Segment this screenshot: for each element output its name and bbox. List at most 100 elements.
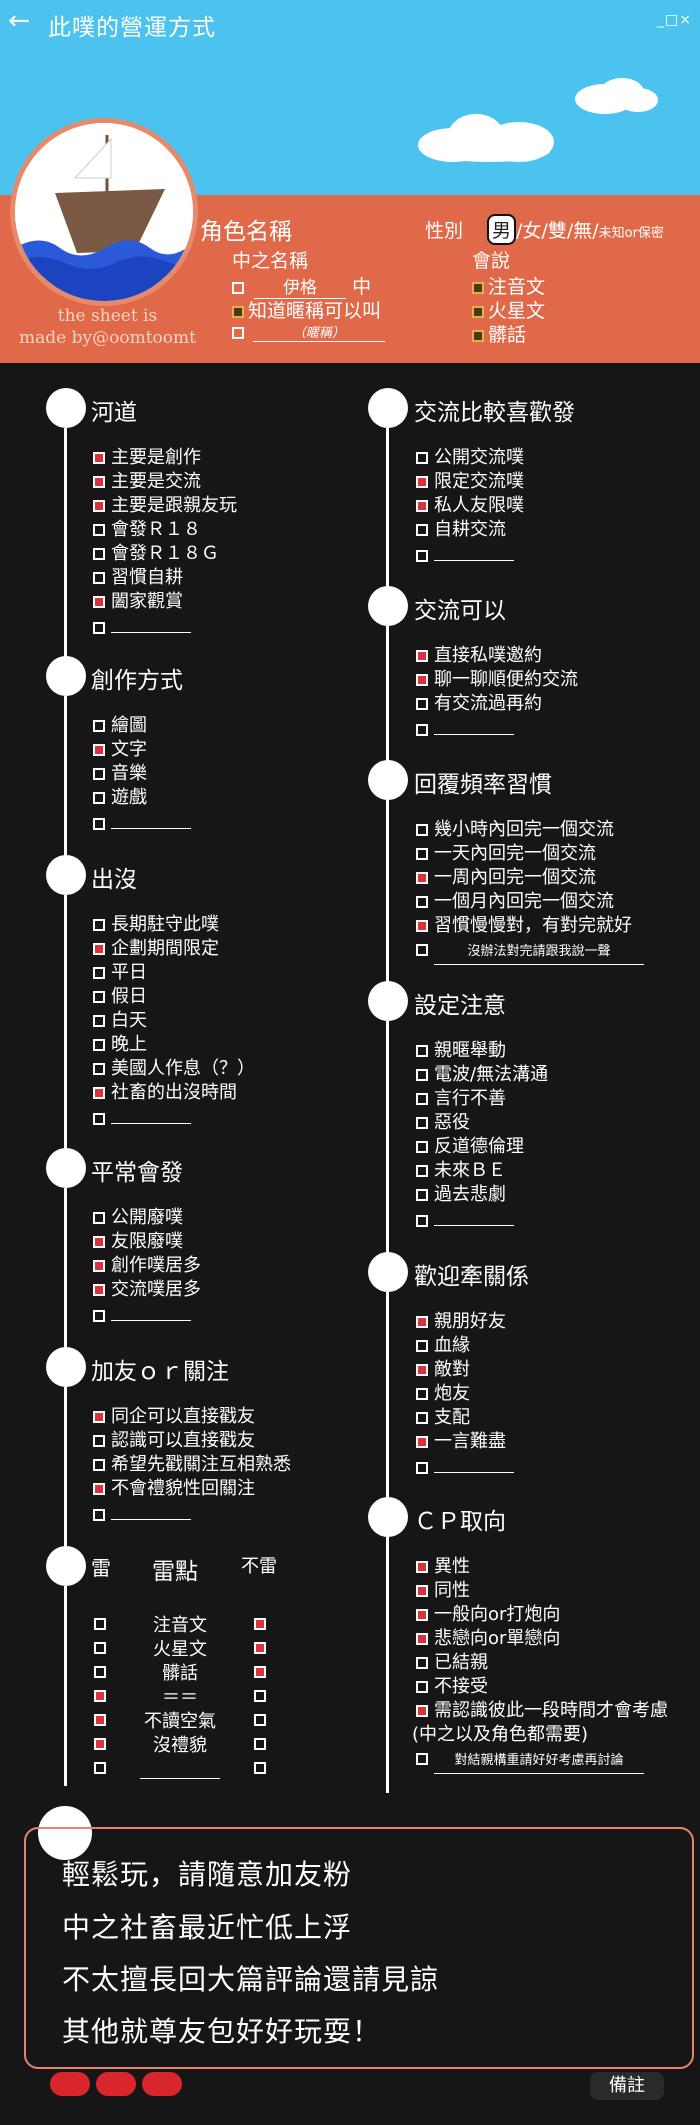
checkbox-item[interactable]: 交流噗居多	[93, 1278, 201, 1302]
mine-checkbox[interactable]	[94, 1714, 106, 1726]
checkbox-item[interactable]: 言行不善	[416, 1087, 506, 1111]
checkbox-icon[interactable]	[416, 550, 428, 562]
checkbox-icon[interactable]	[416, 920, 428, 932]
checkbox-item[interactable]: 音樂	[93, 762, 147, 786]
checkbox-icon[interactable]	[416, 1705, 428, 1717]
checkbox-item[interactable]: 希望先戳關注互相熟悉	[93, 1453, 291, 1477]
checkbox-icon[interactable]	[416, 1657, 428, 1669]
lang-item[interactable]: 髒話	[472, 320, 526, 347]
checkbox-icon[interactable]	[93, 919, 105, 931]
checkbox-icon[interactable]	[416, 1462, 428, 1474]
checkbox-item[interactable]: 習慣自耕	[93, 566, 183, 590]
checkbox-item[interactable]: 會發Ｒ１８	[93, 518, 201, 542]
checkbox-icon[interactable]	[416, 524, 428, 536]
checkbox-item[interactable]: 異性	[416, 1555, 470, 1579]
checkbox-icon[interactable]	[93, 476, 105, 488]
checkbox-item[interactable]: 長期駐守此噗	[93, 913, 219, 937]
checkbox-icon[interactable]	[93, 1113, 105, 1125]
checkbox-item[interactable]	[416, 1454, 514, 1480]
checkbox-icon[interactable]	[93, 720, 105, 732]
checkbox-icon[interactable]	[93, 1212, 105, 1224]
mine-checkbox[interactable]	[94, 1642, 106, 1654]
red-pill-button[interactable]	[96, 2072, 136, 2096]
checkbox-icon[interactable]	[93, 1015, 105, 1027]
checkbox-icon[interactable]	[416, 944, 428, 956]
checkbox-item[interactable]: 社畜的出沒時間	[93, 1081, 237, 1105]
gender-options[interactable]: 男/女/雙/無/未知or保密	[487, 214, 664, 245]
checkbox-item[interactable]: 悲戀向or單戀向	[416, 1627, 560, 1651]
checkbox-icon[interactable]	[416, 848, 428, 860]
checkbox-icon[interactable]	[416, 1093, 428, 1105]
checkbox-icon[interactable]	[416, 1388, 428, 1400]
checkbox-icon[interactable]	[416, 1436, 428, 1448]
checkbox-icon[interactable]	[416, 452, 428, 464]
checkbox-icon[interactable]	[93, 524, 105, 536]
checkbox-icon[interactable]	[93, 1284, 105, 1296]
ok-checkbox[interactable]	[254, 1642, 266, 1654]
checkbox-item[interactable]: 自耕交流	[416, 518, 506, 542]
ok-checkbox[interactable]	[254, 1618, 266, 1630]
checkbox-icon[interactable]	[416, 1753, 428, 1765]
checkbox-item[interactable]: 闔家觀賞	[93, 590, 183, 614]
checkbox-icon[interactable]	[416, 1069, 428, 1081]
checkbox-icon[interactable]	[416, 724, 428, 736]
checkbox-item[interactable]: 同性	[416, 1579, 470, 1603]
checkbox-item[interactable]: 不會禮貌性回關注	[93, 1477, 255, 1501]
checkbox-item[interactable]: 過去悲劇	[416, 1183, 506, 1207]
checkbox-icon[interactable]	[93, 596, 105, 608]
checkbox-item[interactable]: 炮友	[416, 1382, 470, 1406]
checkbox-icon[interactable]	[416, 896, 428, 908]
checkbox-item[interactable]: 不接受	[416, 1675, 488, 1699]
checkbox-icon[interactable]	[416, 1045, 428, 1057]
checkbox-item[interactable]: 未來ＢＥ	[416, 1159, 506, 1183]
checkbox-item[interactable]: 親暱舉動	[416, 1039, 506, 1063]
checkbox-icon[interactable]	[416, 698, 428, 710]
checkbox-icon[interactable]	[93, 1459, 105, 1471]
checkbox-item[interactable]: 創作噗居多	[93, 1254, 201, 1278]
checkbox-item[interactable]: 主要是跟親友玩	[93, 494, 237, 518]
operator-nickname-row[interactable]: 知道暱稱可以叫	[232, 296, 381, 323]
ok-checkbox[interactable]	[254, 1690, 266, 1702]
checkbox-item[interactable]: 美國人作息（？）	[93, 1057, 255, 1081]
checkbox-icon[interactable]	[416, 1412, 428, 1424]
checkbox-item[interactable]: 會發Ｒ１８Ｇ	[93, 542, 219, 566]
checkbox-icon[interactable]	[93, 622, 105, 634]
checkbox-item[interactable]: 公開廢噗	[93, 1206, 183, 1230]
checkbox-item[interactable]: 反道德倫理	[416, 1135, 524, 1159]
mine-checkbox[interactable]	[94, 1666, 106, 1678]
checkbox-icon[interactable]	[93, 1411, 105, 1423]
checkbox-icon[interactable]	[416, 1215, 428, 1227]
checkbox-icon[interactable]	[416, 650, 428, 662]
checkbox-item[interactable]: 電波/無法溝通	[416, 1063, 548, 1087]
mine-checkbox[interactable]	[94, 1618, 106, 1630]
checkbox-icon[interactable]	[416, 872, 428, 884]
checkbox-icon[interactable]	[93, 744, 105, 756]
checkbox-item[interactable]: (中之以及角色都需要)	[412, 1723, 588, 1747]
checkbox-item[interactable]: 一周內回完一個交流	[416, 866, 596, 890]
operator-name-field[interactable]: 伊格	[254, 273, 347, 299]
checkbox-icon[interactable]	[416, 1141, 428, 1153]
checkbox-item[interactable]: 對結親構重請好好考慮再討論	[416, 1747, 644, 1774]
checkbox-icon[interactable]	[93, 1435, 105, 1447]
checkbox-item[interactable]	[416, 716, 514, 742]
checkbox-icon[interactable]	[416, 1189, 428, 1201]
window-controls[interactable]: _□×	[657, 12, 692, 28]
note-button[interactable]: 備註	[590, 2072, 664, 2100]
gender-male-selected[interactable]: 男	[487, 214, 517, 245]
checkbox-icon[interactable]	[93, 1483, 105, 1495]
lang-item[interactable]: 火星文	[472, 296, 545, 323]
checkbox-icon[interactable]	[93, 1260, 105, 1272]
checkbox-icon[interactable]	[416, 476, 428, 488]
checkbox-item[interactable]: 沒辦法對完請跟我說一聲	[416, 938, 644, 965]
checkbox-icon[interactable]	[416, 824, 428, 836]
checkbox-item[interactable]: 遊戲	[93, 786, 147, 810]
checkbox-icon[interactable]	[93, 967, 105, 979]
red-pill-button[interactable]	[50, 2072, 90, 2096]
checkbox-icon[interactable]	[93, 768, 105, 780]
checkbox-item[interactable]: 需認識彼此一段時間才會考慮	[416, 1699, 668, 1723]
checkbox-icon[interactable]	[93, 943, 105, 955]
checkbox-item[interactable]	[416, 1207, 514, 1233]
lang-item[interactable]: 注音文	[472, 272, 545, 299]
checkbox-item[interactable]: 私人友限噗	[416, 494, 524, 518]
back-arrow-icon[interactable]: ←	[8, 6, 30, 36]
